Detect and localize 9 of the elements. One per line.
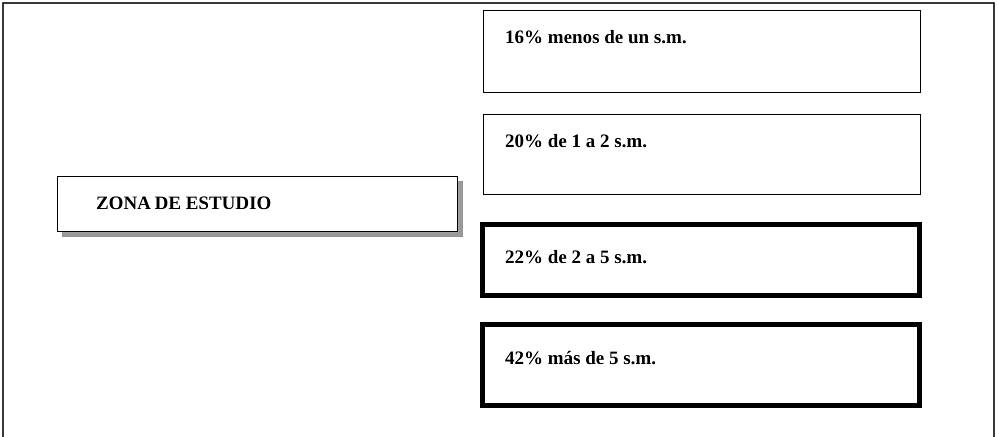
text-box <box>480 322 922 408</box>
box-label: 42% más de 5 s.m. <box>505 348 656 370</box>
box-label: 20% de 1 a 2 s.m. <box>505 131 647 153</box>
box-label: 16% menos de un s.m. <box>505 27 687 49</box>
box-label: ZONA DE ESTUDIO <box>96 193 272 215</box>
text-box <box>483 114 921 195</box>
text-box <box>480 222 922 298</box>
text-box <box>483 10 921 93</box>
box-label: 22% de 2 a 5 s.m. <box>505 247 647 269</box>
